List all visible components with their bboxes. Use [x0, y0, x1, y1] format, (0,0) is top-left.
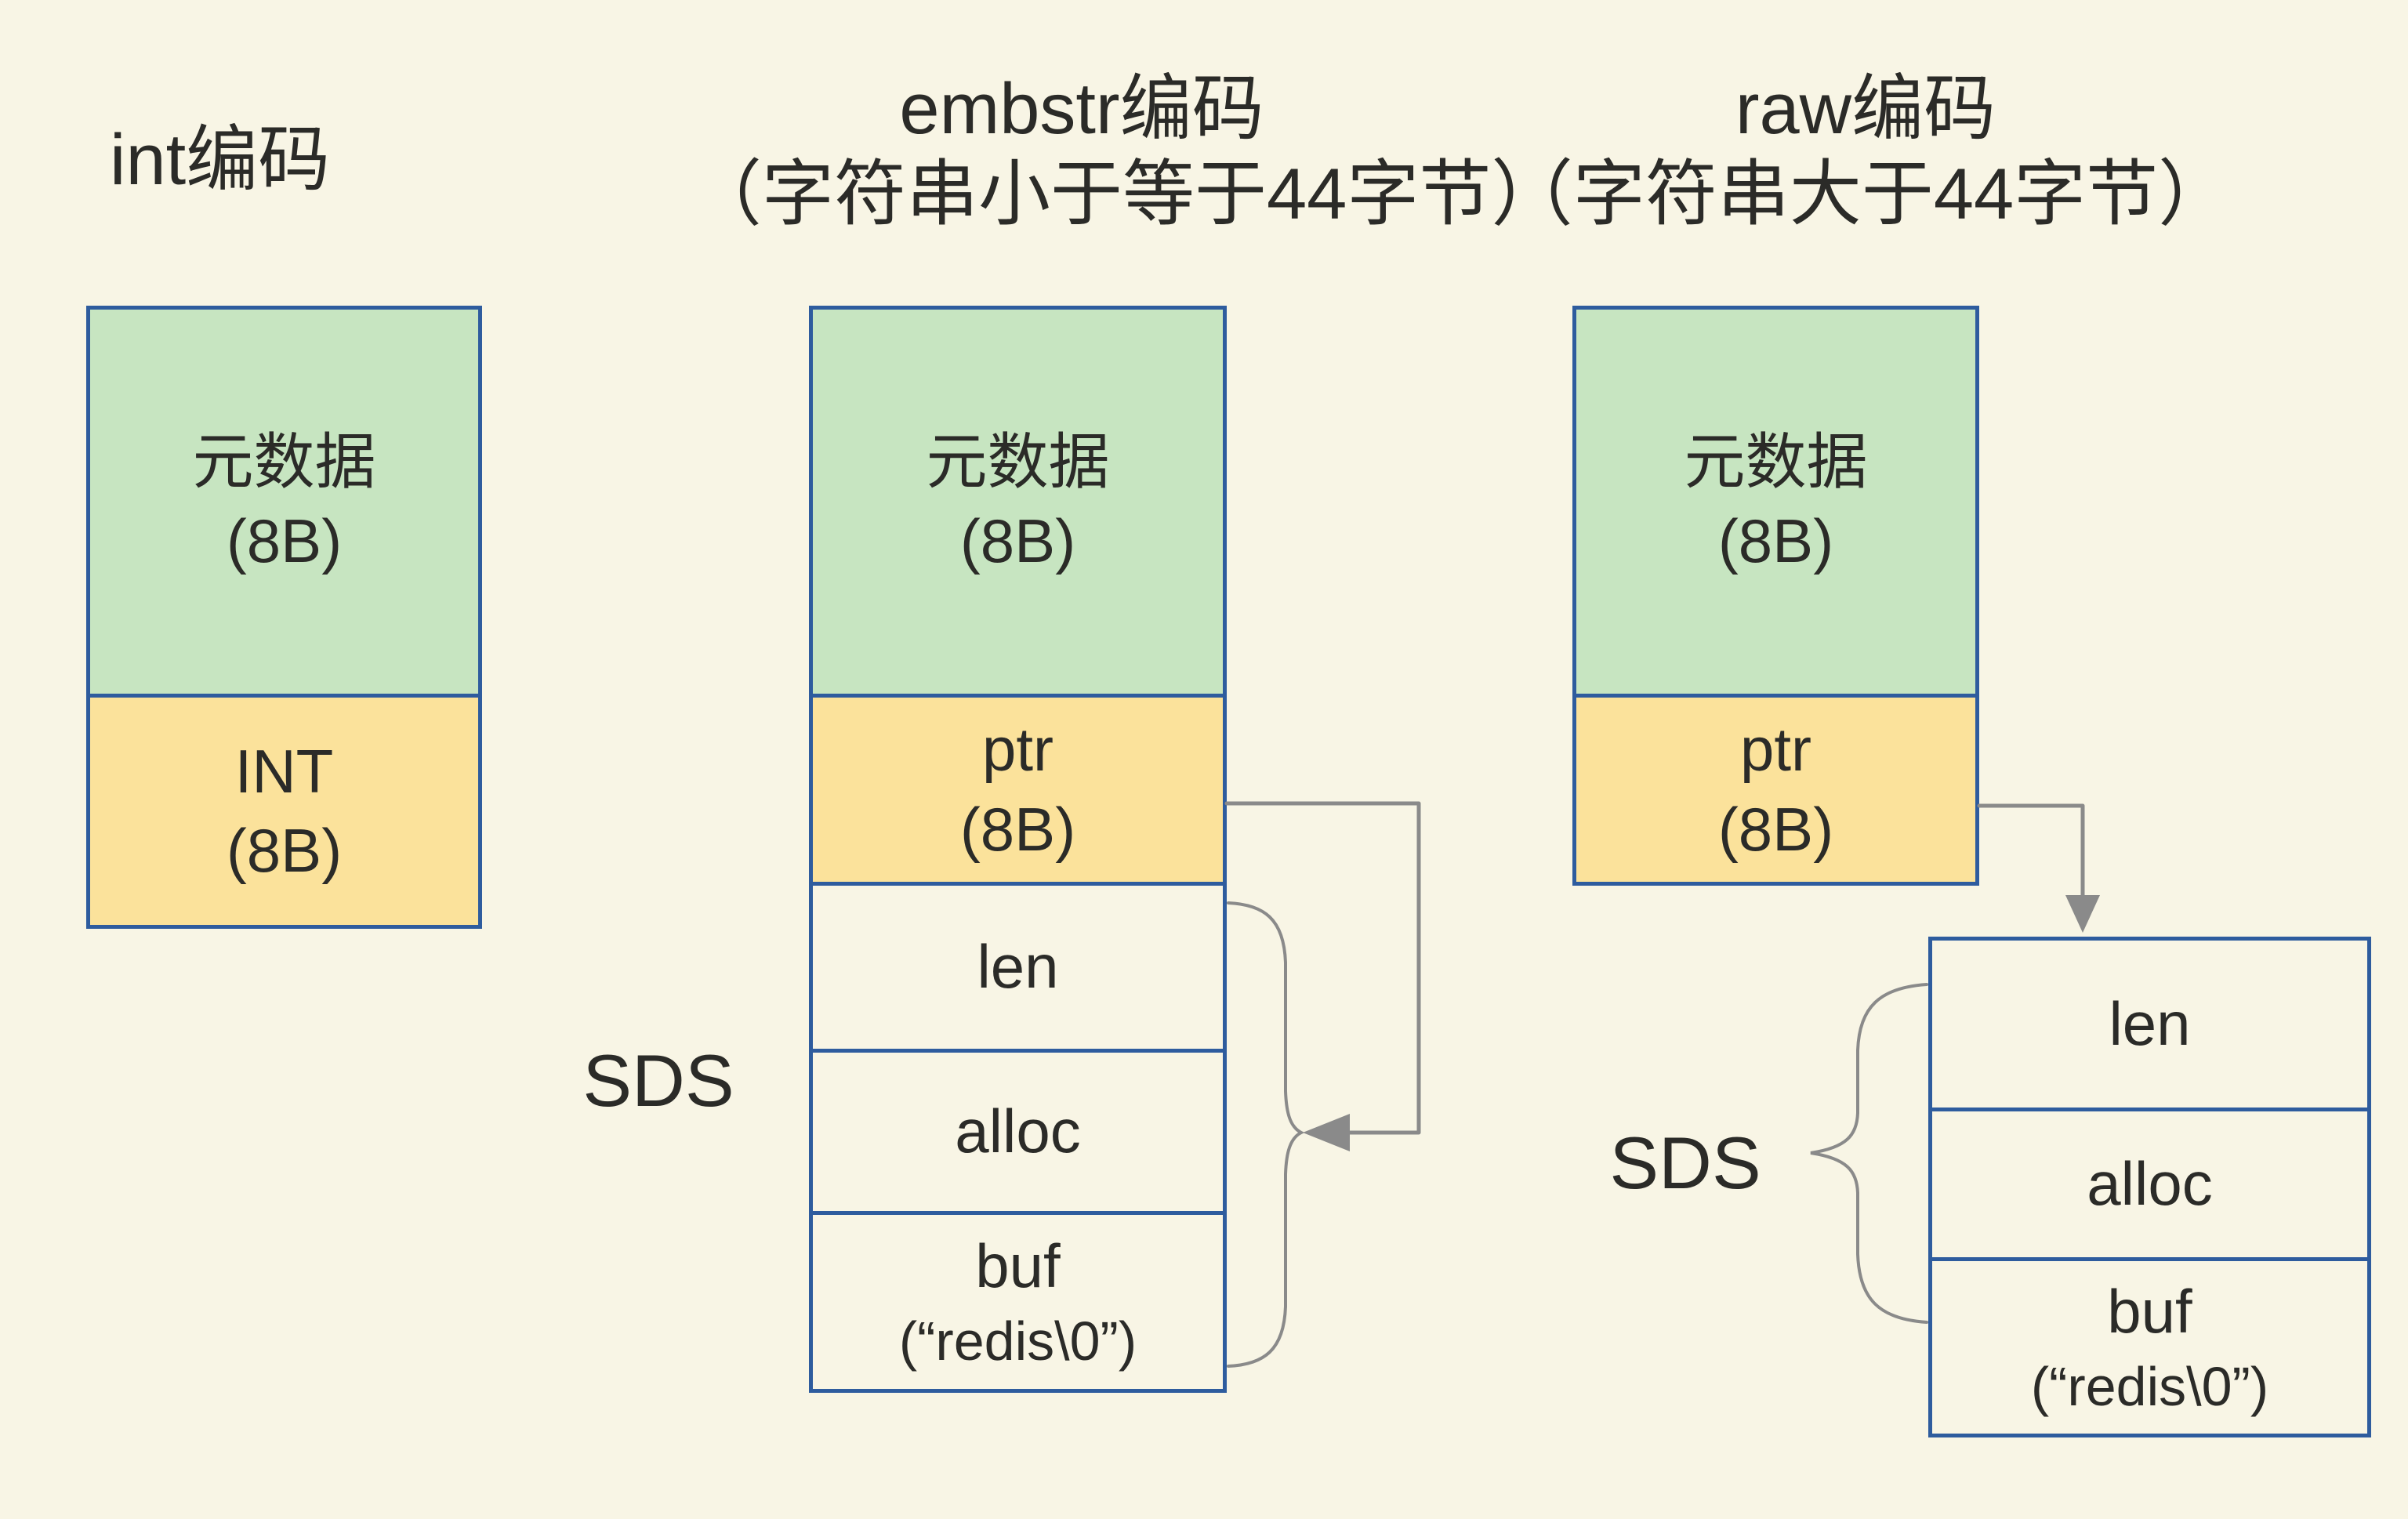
- cell-value: (“redis\0”): [2030, 1356, 2269, 1418]
- raw-title-line2: （字符串大于44字节）: [1500, 154, 2231, 234]
- cell-size: (8B): [959, 794, 1076, 864]
- cell-label: ptr: [981, 715, 1054, 785]
- cell-size: (8B): [959, 506, 1076, 575]
- raw-alloc-cell: alloc: [1928, 1108, 2371, 1261]
- embstr-arrowhead-icon: [1303, 1114, 1350, 1151]
- cell-label: 元数据: [192, 426, 376, 496]
- raw-column-title: raw编码 （字符串大于44字节）: [1497, 67, 2234, 237]
- cell-label: len: [2109, 988, 2191, 1058]
- cell-label: 元数据: [926, 426, 1110, 496]
- embstr-ptr-cell: ptr (8B): [809, 694, 1227, 886]
- embstr-title-line2: （字符串小于等于44字节）: [690, 154, 1564, 234]
- raw-ptr-connector: [1977, 803, 2085, 900]
- int-column-title: int编码: [110, 120, 331, 200]
- cell-label: buf: [2107, 1276, 2192, 1346]
- embstr-ptr-connector: [1224, 801, 1421, 1135]
- raw-title-line1: raw编码: [1735, 69, 1996, 149]
- int-metadata-cell: 元数据 (8B): [86, 306, 482, 698]
- cell-label: INT: [234, 736, 334, 806]
- cell-label: len: [977, 932, 1059, 1002]
- raw-len-cell: len: [1928, 937, 2371, 1111]
- embstr-sds-label: SDS: [582, 1039, 734, 1122]
- raw-buf-cell: buf (“redis\0”): [1928, 1257, 2371, 1437]
- embstr-metadata-cell: 元数据 (8B): [809, 306, 1227, 698]
- cell-size: (8B): [226, 816, 343, 885]
- cell-size: (8B): [1717, 506, 1834, 575]
- cell-label: 元数据: [1684, 426, 1868, 496]
- cell-label: ptr: [1739, 715, 1812, 785]
- cell-size: (8B): [226, 506, 343, 575]
- raw-metadata-cell: 元数据 (8B): [1572, 306, 1979, 698]
- embstr-buf-cell: buf (“redis\0”): [809, 1211, 1227, 1393]
- embstr-len-cell: len: [809, 882, 1227, 1053]
- raw-ptr-cell: ptr (8B): [1572, 694, 1979, 886]
- raw-arrowhead-icon: [2065, 895, 2100, 933]
- cell-label: alloc: [955, 1097, 1081, 1166]
- raw-sds-brace: [1810, 983, 1928, 1324]
- int-int-cell: INT (8B): [86, 694, 482, 929]
- cell-value: (“redis\0”): [898, 1311, 1137, 1372]
- cell-label: alloc: [2087, 1149, 2213, 1219]
- embstr-column-title: embstr编码 （字符串小于等于44字节）: [690, 67, 1564, 237]
- cell-label: buf: [975, 1231, 1061, 1300]
- embstr-title-line1: embstr编码: [899, 69, 1264, 149]
- embstr-sds-bracket: [1227, 901, 1305, 1368]
- raw-sds-label: SDS: [1609, 1122, 1761, 1204]
- cell-size: (8B): [1717, 794, 1834, 864]
- embstr-alloc-cell: alloc: [809, 1049, 1227, 1215]
